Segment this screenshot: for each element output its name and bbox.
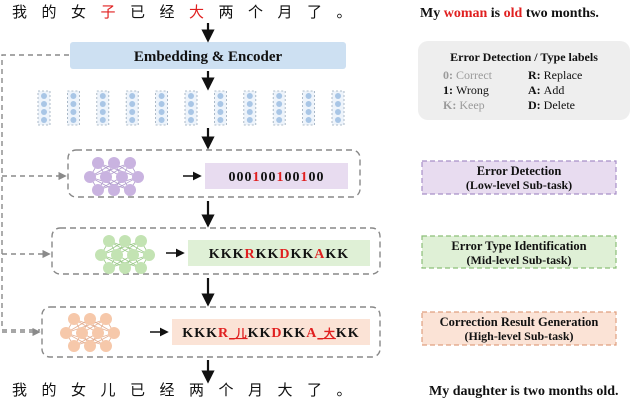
sub-task-blocks: 000100100100 Error Detection(Low-level Su… <box>2 149 617 358</box>
sequence-box <box>205 163 348 189</box>
task-subtitle: (Low-level Sub-task) <box>466 178 572 192</box>
input-char: 了 <box>307 3 322 21</box>
embedding-column <box>96 90 110 126</box>
output-char: 了 <box>307 381 322 399</box>
embedding-column <box>155 90 169 126</box>
output-char: 我 <box>12 381 27 399</box>
sub-task-frame <box>51 227 381 275</box>
output-sentence-chinese: 我的女儿已经两个月大了。 <box>12 381 352 399</box>
sequence-box <box>172 319 370 345</box>
legend-item: K: Keep <box>443 98 485 112</box>
legend-title: Error Detection / Type labels <box>450 50 598 64</box>
embedding-column <box>331 90 345 126</box>
error-word: woman <box>444 6 488 21</box>
legend-item: 0: Correct <box>443 68 493 82</box>
encoder-label: Embedding & Encoder <box>134 49 283 65</box>
input-char: 的 <box>42 3 57 21</box>
embedding-vectors <box>37 90 345 126</box>
input-word: is <box>487 6 503 21</box>
input-char: 两 <box>219 3 234 21</box>
task-label-box <box>421 235 617 269</box>
embedding-column <box>302 90 316 126</box>
input-char: 月 <box>278 3 293 21</box>
sub-task-block: KKKRKKDKKAKK Error Type Identification(Mi… <box>2 227 617 275</box>
legend-item: A: Add <box>528 83 564 97</box>
input-sentence-chinese: 我的女子已经大两个月了。 <box>12 3 352 21</box>
sub-task-frame <box>67 149 361 198</box>
embedding-column <box>184 90 198 126</box>
embedding-column <box>125 90 139 126</box>
input-char: 我 <box>12 3 27 21</box>
network-icon <box>95 235 155 274</box>
encoder-box <box>70 42 346 69</box>
sub-task-block: 000100100100 Error Detection(Low-level Su… <box>2 149 617 198</box>
input-char: 子 <box>101 3 116 21</box>
task-label-box <box>421 311 617 346</box>
task-title: Error Detection <box>477 164 562 178</box>
output-char: 经 <box>160 381 175 399</box>
network-icon <box>60 313 120 352</box>
network-icon <box>84 157 144 196</box>
legend-item: 1: Wrong <box>443 83 489 97</box>
output-char: 儿 <box>101 381 116 399</box>
input-char: 女 <box>71 3 86 21</box>
label-sequence: KKKRKKDKKAKK <box>209 247 349 262</box>
sub-task-frame <box>41 306 381 358</box>
output-char: 月 <box>248 381 263 399</box>
task-subtitle: (High-level Sub-task) <box>464 329 573 343</box>
output-char: 女 <box>71 381 86 399</box>
legend-item: R: Replace <box>528 68 582 82</box>
input-word: My <box>420 6 444 21</box>
input-char: 大 <box>189 3 204 21</box>
input-char: 已 <box>130 3 145 21</box>
task-subtitle: (Mid-level Sub-task) <box>467 253 572 267</box>
label-sequence: KKKR_儿KKDKKA_大KK <box>182 326 359 341</box>
embedding-column <box>67 90 80 126</box>
input-char: 个 <box>248 3 263 21</box>
input-word: two months. <box>522 6 599 21</box>
embedding-column <box>243 90 257 126</box>
task-label-box <box>421 160 617 195</box>
legend-items: 0: Correct R: Replace 1: Wrong A: Add K: Kee… <box>443 68 582 112</box>
embedding-column <box>37 90 51 126</box>
legend-box <box>418 41 630 120</box>
output-char: 已 <box>130 381 145 399</box>
legend-item: D: Delete <box>528 98 575 112</box>
output-char: 大 <box>278 381 293 399</box>
label-sequence: 000100100100 <box>229 170 325 185</box>
output-char: 个 <box>219 381 234 399</box>
input-sentence-english: My woman is old two months. <box>420 6 599 21</box>
input-char: 经 <box>160 3 175 21</box>
embedding-column <box>272 90 286 126</box>
output-char: 两 <box>189 381 204 399</box>
output-char: 。 <box>337 381 352 399</box>
sequence-box <box>188 240 370 266</box>
embedding-column <box>213 90 227 126</box>
input-char: 。 <box>337 3 352 21</box>
task-title: Correction Result Generation <box>440 315 599 329</box>
task-title: Error Type Identification <box>451 239 586 253</box>
output-char: 的 <box>42 381 57 399</box>
error-word: old <box>504 6 523 21</box>
sub-task-block: KKKR_儿KKDKKA_大KK Correction Result Genera… <box>2 306 617 358</box>
output-sentence-english: My daughter is two months old. <box>429 384 619 399</box>
encoder-feed-dashed-line <box>1 54 69 331</box>
